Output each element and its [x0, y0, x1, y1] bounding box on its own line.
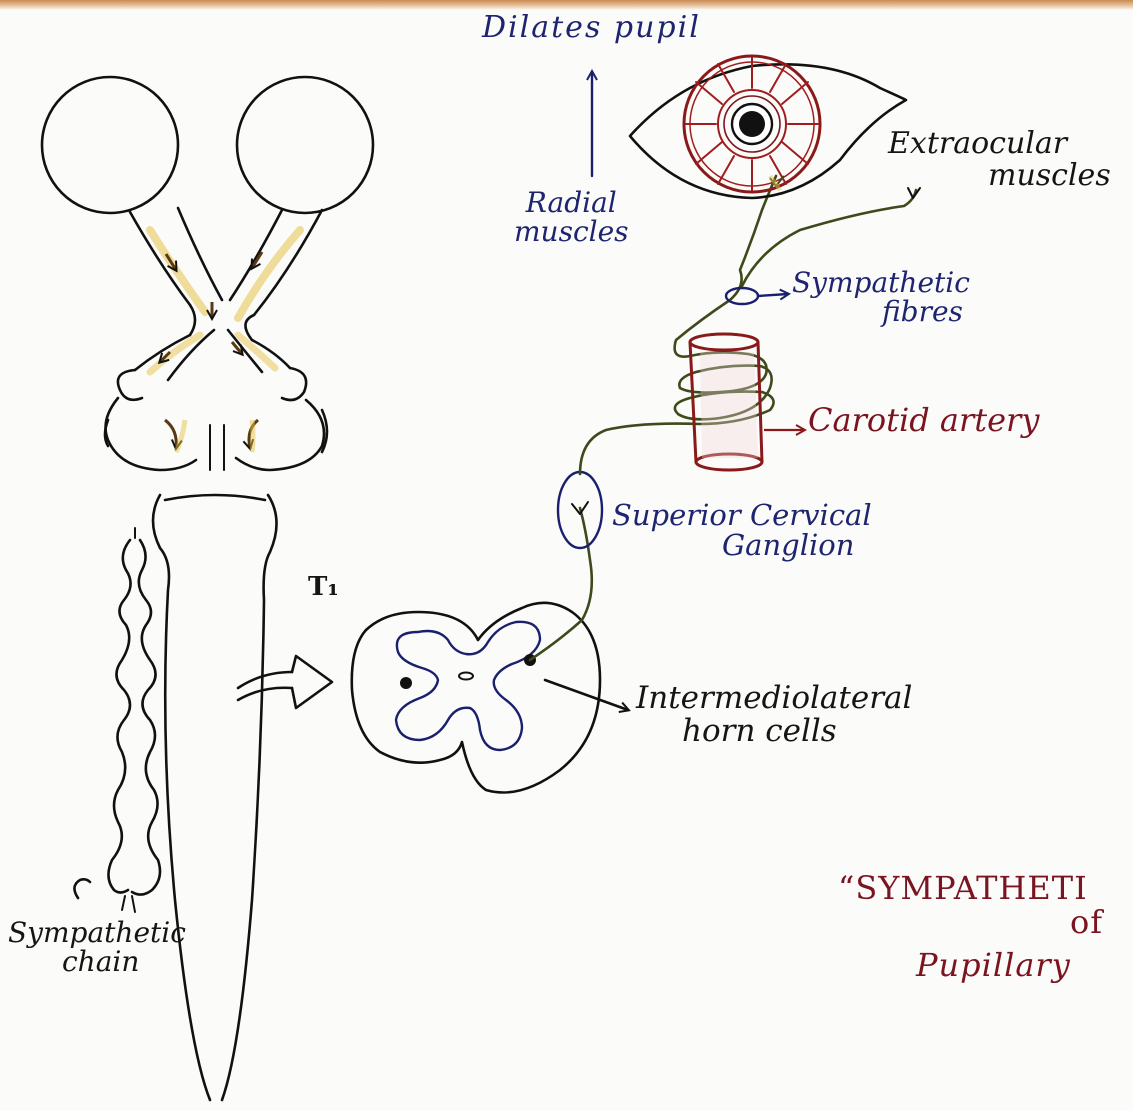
- intermediolateral-horn-cells-label: Intermediolateral horn cells: [636, 682, 912, 747]
- sympathetic-fibres-line-2: fibres: [792, 297, 970, 326]
- sympathetic-fibres-label: Sympathetic fibres: [792, 268, 970, 327]
- ganglion-line-2: Ganglion: [612, 530, 872, 560]
- left-horn-dot: [400, 677, 412, 689]
- sympathetic-chain-icon: [74, 528, 160, 912]
- t1-label: T₁: [308, 574, 339, 601]
- spinal-cord-icon: [153, 495, 277, 1100]
- spinal-cord-section-icon: [352, 603, 628, 793]
- extraocular-line-1: Extraocular: [888, 128, 1133, 160]
- arrow-icon: [238, 656, 332, 708]
- intermediolateral-line-1: Intermediolateral: [636, 682, 912, 715]
- title-label: “SYMPATHETI of Pupillary: [838, 872, 1128, 983]
- title-line-2: of: [838, 906, 1128, 940]
- extraocular-line-2: muscles: [888, 160, 1133, 192]
- ganglion-line-1: Superior Cervical: [612, 500, 872, 530]
- carotid-artery-label: Carotid artery: [808, 404, 1039, 438]
- sympathetic-chain-label: Sympathetic chain: [8, 918, 186, 977]
- intermediolateral-line-2: horn cells: [636, 715, 912, 748]
- radial-muscles-label: Radial muscles: [514, 188, 629, 247]
- eye-icon: [630, 56, 906, 198]
- brain-outline-icon: [42, 77, 373, 470]
- right-eyeball: [237, 77, 373, 213]
- sympathetic-fibres-line-1: Sympathetic: [792, 268, 970, 297]
- left-eyeball: [42, 77, 178, 213]
- title-line-3: Pupillary: [838, 939, 1128, 983]
- title-line-1: “SYMPATHETI: [838, 872, 1128, 906]
- radial-line-1: Radial: [514, 188, 629, 217]
- dilates-pupil-label: Dilates pupil: [482, 12, 701, 44]
- carotid-artery-icon: [690, 334, 804, 470]
- sympathetic-chain-line-2: chain: [8, 947, 186, 976]
- superior-cervical-ganglion-label: Superior Cervical Ganglion: [612, 500, 872, 561]
- radial-line-2: muscles: [514, 217, 629, 246]
- sympathetic-chain-line-1: Sympathetic: [8, 918, 186, 947]
- extraocular-muscles-label: Extraocular muscles: [888, 128, 1133, 191]
